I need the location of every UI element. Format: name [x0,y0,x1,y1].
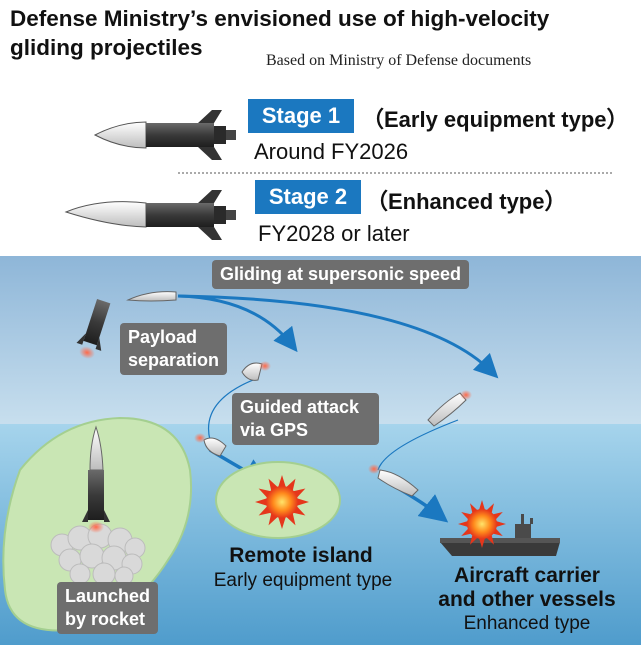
glider-apex-icon [126,291,177,302]
title-line-1: Defense Ministry’s envisioned use of hig… [10,6,550,31]
aircraft-carrier-icon [440,514,560,556]
trajectory-enhanced [177,294,499,379]
island-label: Remote island [229,544,373,567]
island-explosion-icon [255,475,309,529]
carrier-label-line-2: and other vessels [438,588,616,611]
launched-callout: Launched by rocket [57,582,159,634]
stage1-missile-icon [93,110,236,160]
stage1-date: Around FY2026 [254,139,409,164]
guided-callout-line-2: via GPS [240,420,309,440]
payload-separation-callout: Payload separation [120,323,228,375]
separated-booster-icon [76,299,111,359]
launched-callout-line-2: by rocket [65,609,146,629]
carrier-type: Enhanced type [463,613,591,634]
guided-callout-line-1: Guided attack [240,397,360,417]
guided-attack-callout: Guided attack via GPS [232,393,380,445]
source-note: Based on Ministry of Defense documents [266,52,532,69]
carrier-explosion-icon [458,500,506,548]
gliding-callout: Gliding at supersonic speed [212,260,470,289]
glider-guided-icon [194,433,227,457]
stage2-type: （Enhanced type） [366,189,567,214]
stage2-badge: Stage 2 [255,180,361,214]
glider-terminal-icon [368,464,419,497]
launched-callout-line-1: Launched [65,586,151,606]
launch-smoke [50,523,146,586]
payload-callout-line-2: separation [128,350,220,370]
glider-early-icon [241,361,271,381]
island-type: Early equipment type [213,570,393,591]
stage1-badge: Stage 1 [248,99,354,133]
carrier-label-line-1: Aircraft carrier [454,564,600,587]
enhanced-drop-line [377,419,459,471]
guided-drop-line [208,377,259,441]
stage1-type: （Early equipment type） [362,107,629,132]
payload-callout-line-1: Payload [128,327,198,347]
launching-rocket-icon [82,425,110,533]
stage2-missile-icon [64,190,236,240]
stage2-date: FY2028 or later [258,221,410,246]
glider-enhanced-icon [427,390,472,427]
title-line-2: gliding projectiles [10,35,203,60]
